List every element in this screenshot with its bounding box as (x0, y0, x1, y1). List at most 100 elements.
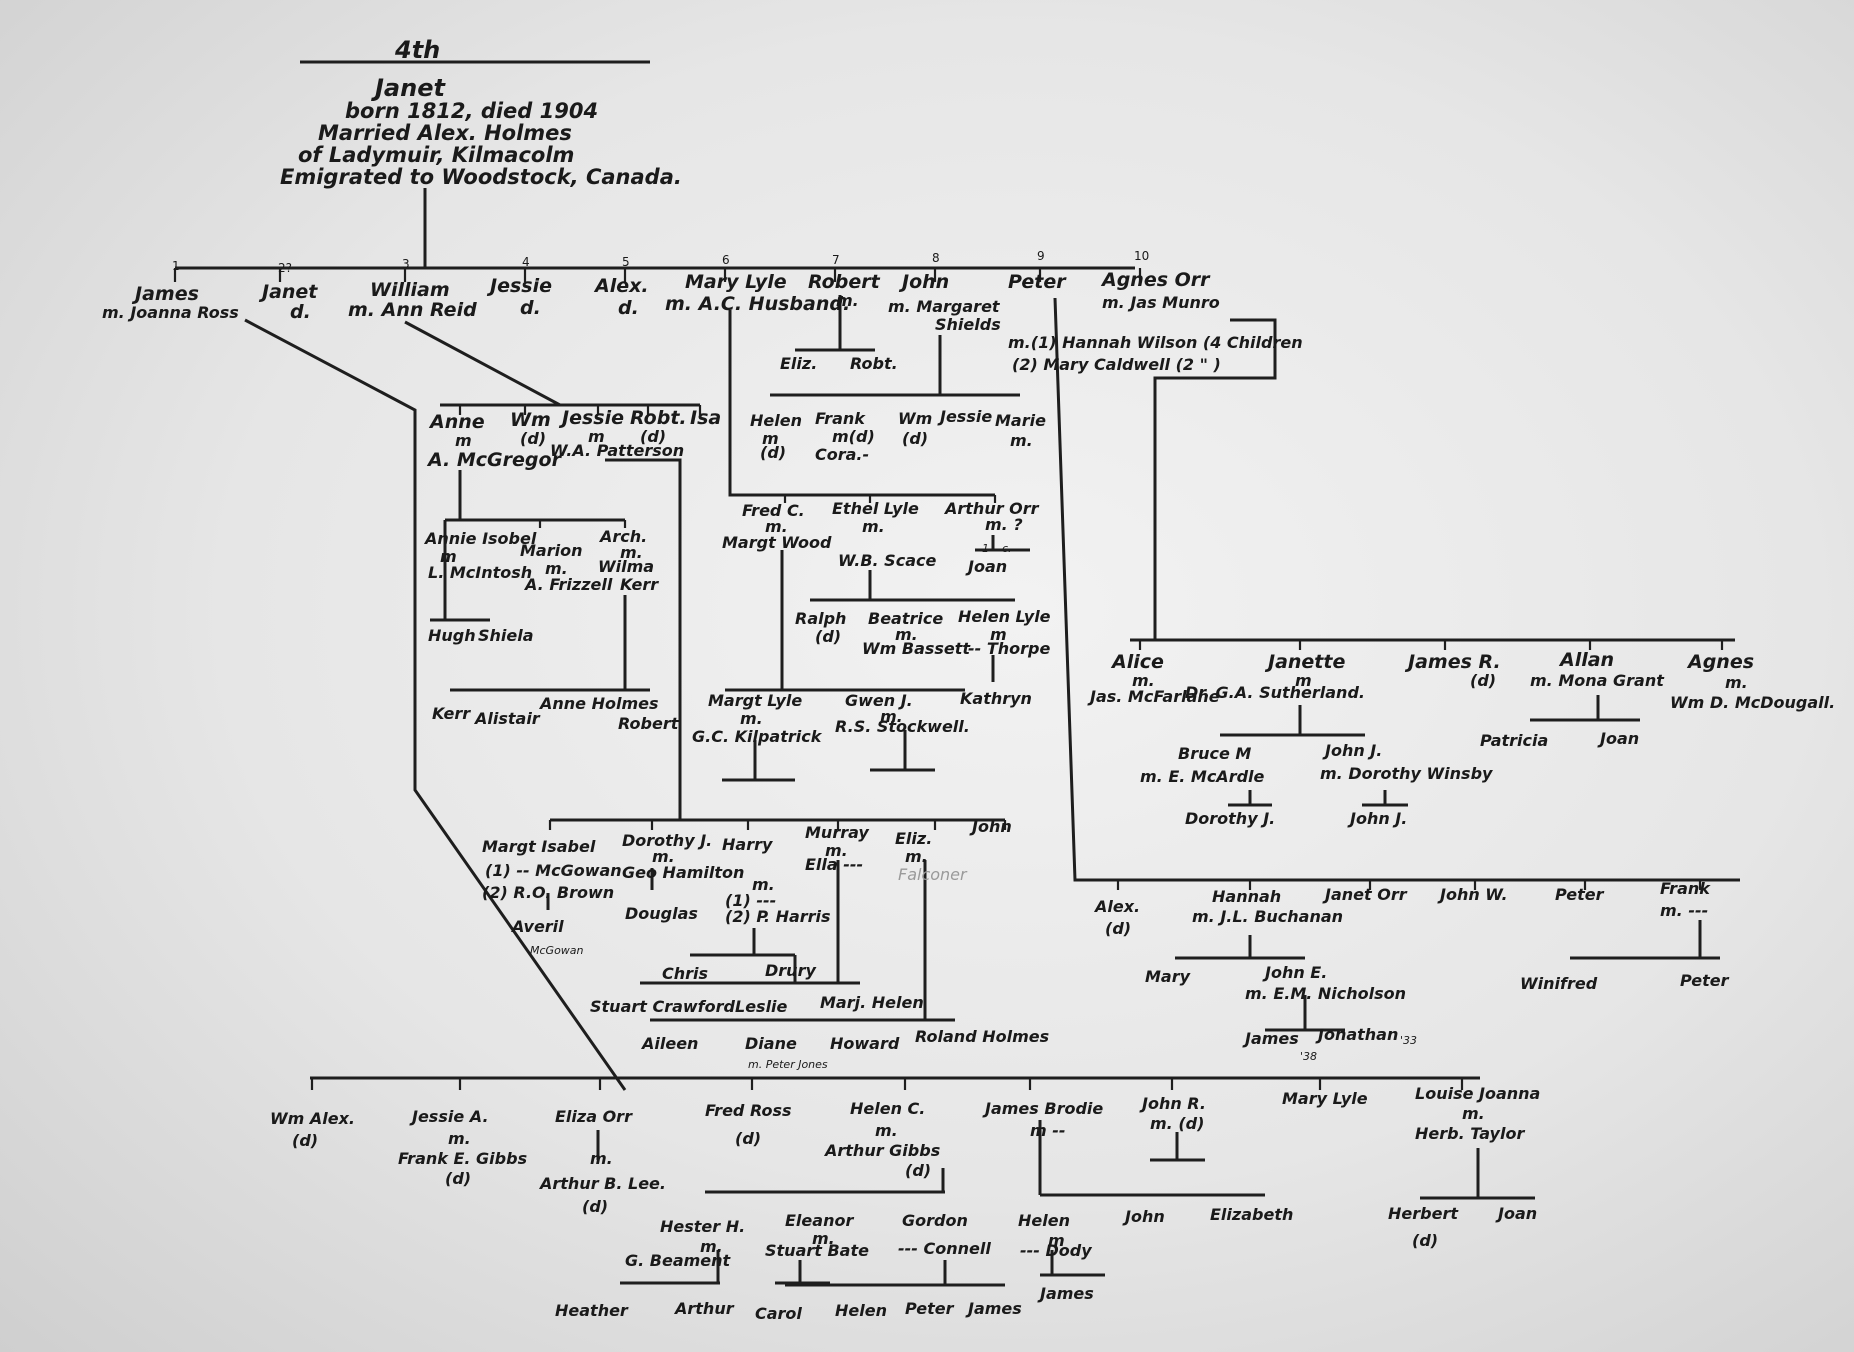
husband-kid-fred-spouse: Margt Wood (722, 533, 832, 552)
mcgowan-kid-averil: Averil (512, 917, 564, 936)
william-kid-anne-m: m (455, 431, 472, 450)
patterson-kid-dorothy: Dorothy J. (622, 831, 713, 850)
munro-kid-agnes-m: m. (1725, 673, 1748, 692)
falconer-kid-roland-holmes: Roland Holmes (915, 1027, 1050, 1046)
wood-kid-margt-m: m. (740, 709, 763, 728)
james-descent-line (244, 318, 627, 1091)
connell-kid-carol: Carol (755, 1304, 802, 1323)
james-kid-mary-lyle: Mary Lyle (1282, 1089, 1368, 1108)
william-descent-line (404, 320, 561, 407)
mcgregor-kid-arch: Arch. (600, 527, 648, 546)
peter-kid-peter: Peter (1555, 885, 1604, 904)
peter-kid-alex: Alex. (1095, 897, 1141, 916)
mcgowan-kid-averil-surname: McGowan (530, 944, 584, 957)
frank-kid-peter: Peter (1680, 971, 1729, 990)
wood-kid-margt-spouse: G.C. Kilpatrick (692, 727, 822, 746)
nicholson-kid-james-year: '38 (1300, 1050, 1318, 1063)
gen1-john: John (902, 271, 950, 293)
frank-kid-winifred: Winifred (1520, 974, 1598, 993)
wood-kid-gwen-m: m. (880, 707, 903, 726)
brodie-kid-helen: Helen (1018, 1211, 1070, 1230)
gen1-number: 7 (832, 253, 840, 267)
gen1-alex-status: d. (618, 297, 639, 319)
james-kid-jessie-spouse-status: (d) (445, 1169, 472, 1188)
peter-kid-janet-orr: Janet Orr (1325, 885, 1407, 904)
drury-kid-stuart-crawford: Stuart Crawford (590, 997, 735, 1016)
header-number: 4th (395, 36, 441, 64)
kerr-kid-kerr: Kerr (432, 704, 471, 723)
patterson-kid-harry-spouse-1: (1) --- (725, 891, 777, 910)
munro-kid-james: James R. (1408, 651, 1501, 673)
falconer-kid-diane-spouse: m. Peter Jones (748, 1058, 828, 1071)
scace-kid-beatrice-m: m. (895, 625, 918, 644)
wood-kid-margt: Margt Lyle (708, 691, 803, 710)
gen1-mary-lyle-spouse: m. A.C. Husband. (665, 293, 851, 315)
husband-kid-ethel-spouse: W.B. Scace (838, 551, 937, 570)
arthur-kid-c: c. (1002, 542, 1012, 555)
james-kid-helen-spouse: Arthur Gibbs (825, 1141, 941, 1160)
james-kid-james-brodie-spouse: m -- (1030, 1121, 1066, 1140)
mcgregor-kid-arch-spouse-surname: Kerr (620, 575, 659, 594)
james-kid-fred-ross: Fred Ross (705, 1101, 792, 1120)
gen1-number: 2? (278, 261, 293, 275)
mcgregor-kid-marion-spouse: A. Frizzell (525, 575, 613, 594)
mcgregor-kid-arch-spouse: Wilma (598, 557, 655, 576)
munro-kid-alice-m: m. (1132, 671, 1155, 690)
patterson-kid-margt-spouse-1: (1) -- McGowan (485, 861, 622, 880)
gibbs-kid-hester-m: m. (700, 1237, 723, 1256)
james-kid-louise-joanna: Louise Joanna (1415, 1084, 1541, 1103)
james-kid-helen-m: m. (875, 1121, 898, 1140)
brodie-kid-john: John (1125, 1207, 1165, 1226)
john-kid-wm: Wm (898, 409, 933, 428)
peter-kid-alex-status: (d) (1105, 919, 1132, 938)
gen1-alex: Alex. (595, 275, 649, 297)
robert-kid-robt: Robt. (850, 354, 898, 373)
patterson-kid-harry-m: m. (752, 875, 775, 894)
header-place: of Ladymuir, Kilmacolm (298, 143, 575, 167)
beament-kid-arthur: Arthur (675, 1299, 734, 1318)
mcintosh-kid-hugh: Hugh (428, 626, 476, 645)
hamilton-kid-douglas: Douglas (625, 904, 698, 923)
gen1-janet-status: d. (290, 301, 311, 323)
john-kid-wm-status: (d) (902, 429, 929, 448)
nicholson-kid-jonathan-year: '33 (1400, 1034, 1418, 1047)
james-kid-louise-m: m. (1462, 1104, 1485, 1123)
husband-kid-ethel: Ethel Lyle (832, 499, 919, 518)
james-kid-eliza-spouse-status: (d) (582, 1197, 609, 1216)
scace-kid-helen-spouse: -- Thorpe (968, 639, 1051, 658)
beament-kid-heather: Heather (555, 1301, 628, 1320)
scace-kid-ralph: Ralph (795, 609, 847, 628)
harris-kid-chris: Chris (662, 964, 709, 983)
william-kid-anne-spouse: A. McGregor (428, 449, 561, 471)
arthur-kid-1: 1 (982, 542, 989, 555)
husband-kid-fred-m: m. (765, 517, 788, 536)
buchanan-kid-mary: Mary (1145, 967, 1191, 986)
nicholson-kid-jonathan: Jonathan (1318, 1025, 1399, 1044)
peter-descent-line (1053, 297, 1740, 882)
falconer-kid-diane: Diane (745, 1034, 797, 1053)
john-kid-jessie: Jessie (940, 407, 993, 426)
james-kid-john-r-spouse: m. (d) (1150, 1114, 1205, 1133)
gen1-john-spouse: m. Margaret (888, 297, 1000, 316)
gen1-number: 3 (402, 257, 410, 271)
john-kid-helen: Helen (750, 411, 802, 430)
james-kid-eliza-spouse: Arthur B. Lee. (540, 1174, 666, 1193)
gen1-agnes: Agnes Orr (1102, 269, 1210, 291)
connell-kid-james: James (968, 1299, 1022, 1318)
wood-kid-gwen: Gwen J. (845, 691, 913, 710)
gen1-jessie: Jessie (490, 275, 552, 297)
james-kid-louise-spouse: Herb. Taylor (1415, 1124, 1525, 1143)
kerr-kid-alistair: Alistair (475, 709, 540, 728)
gen1-number: 4 (522, 255, 530, 269)
peter-kid-hannah-spouse: m. J.L. Buchanan (1192, 907, 1344, 926)
mcardle-kid-dorothy-j: Dorothy J. (1185, 809, 1276, 828)
mcgregor-kid-marion-m: m. (545, 559, 568, 578)
mcgregor-kid-annie-spouse: L. McIntosh (428, 563, 533, 582)
mcgregor-kid-marion: Marion (520, 541, 583, 560)
james-kid-james-brodie: James Brodie (985, 1099, 1104, 1118)
james-kid-wm-alex-status: (d) (292, 1131, 319, 1150)
john-kid-frank-m: m(d) (832, 427, 875, 446)
james-kid-wm-alex: Wm Alex. (270, 1109, 356, 1128)
husband-kid-ethel-m: m. (862, 517, 885, 536)
